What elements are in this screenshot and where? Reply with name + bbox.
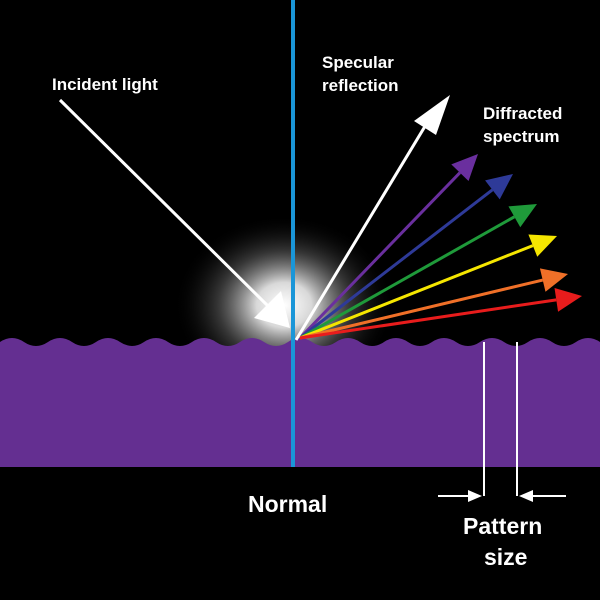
diffracted-spectrum-label-line1: Diffracted <box>483 103 562 124</box>
spectrum-arrow-head <box>485 174 513 199</box>
incident-light-label: Incident light <box>52 74 158 95</box>
pattern-size-label-line1: Pattern <box>463 512 542 540</box>
pattern-size-label-line2: size <box>484 543 527 571</box>
spectrum-arrow-head <box>540 268 568 291</box>
textured-surface <box>0 338 600 467</box>
diffracted-spectrum-label-line2: spectrum <box>483 126 560 147</box>
spectrum-arrow-head <box>508 204 537 227</box>
spectrum-arrow-head <box>555 288 582 312</box>
normal-label: Normal <box>248 490 327 518</box>
specular-reflection-label-line2: reflection <box>322 75 399 96</box>
specular-reflection-label-line1: Specular <box>322 52 394 73</box>
